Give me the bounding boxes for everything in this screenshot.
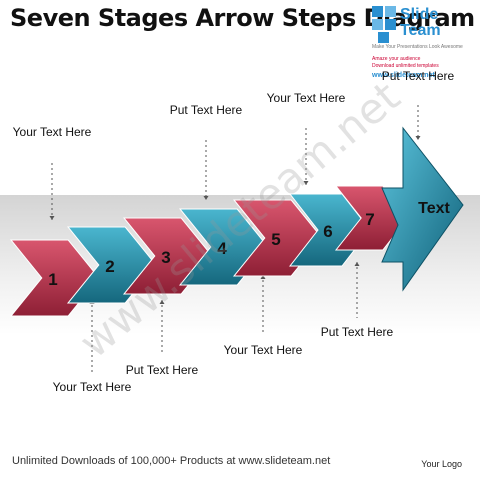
connector-tip-stage7 (354, 262, 360, 266)
logo-tagline: Make Your Presentations Look Awesome (372, 44, 463, 50)
final-arrow-label: Text (418, 200, 450, 217)
label-stage3: Put Text Here (169, 103, 243, 117)
slideteam-logo: Slide Team Make Your Presentations Look … (372, 4, 470, 80)
stage-number-1: 1 (48, 270, 57, 289)
label-stage5: Your Text Here (266, 91, 346, 105)
stage-number-3: 3 (161, 248, 170, 267)
footer-text: Unlimited Downloads of 100,000+ Products… (12, 455, 331, 467)
connector-tip-stage4 (159, 300, 165, 304)
label-stage4: Put Text Here (125, 363, 199, 377)
label-stage2: Your Text Here (52, 380, 132, 394)
logo-brand-line2: Team (400, 22, 441, 39)
connector-tip-stage1 (49, 216, 55, 220)
connector-tip-stage5 (303, 181, 309, 185)
logo-squares-icon (372, 6, 396, 43)
your-logo-text: Your Logo (421, 459, 462, 469)
connector-tip-final (415, 136, 421, 140)
logo-promo-1: Amaze your audience (372, 56, 421, 62)
stage-number-6: 6 (323, 222, 332, 241)
logo-url: www.slideteam.net (372, 72, 435, 79)
label-stage6: Your Text Here (223, 343, 303, 357)
stage-number-4: 4 (217, 239, 227, 258)
page-title: Seven Stages Arrow Steps Diagram (10, 4, 475, 32)
connector-tip-stage6 (260, 275, 266, 279)
label-stage7: Put Text Here (320, 325, 394, 339)
stage-number-5: 5 (271, 230, 280, 249)
logo-brand-line1: Slide (400, 6, 439, 23)
label-stage1: Your Text Here (12, 125, 92, 139)
stage-number-7: 7 (365, 210, 374, 229)
label-final: Put Text Here (381, 69, 455, 83)
connector-tip-stage3 (203, 196, 209, 200)
logo-promo-2: Download unlimited templates (372, 63, 439, 69)
stage-number-2: 2 (105, 257, 114, 276)
final-arrow (381, 126, 464, 292)
